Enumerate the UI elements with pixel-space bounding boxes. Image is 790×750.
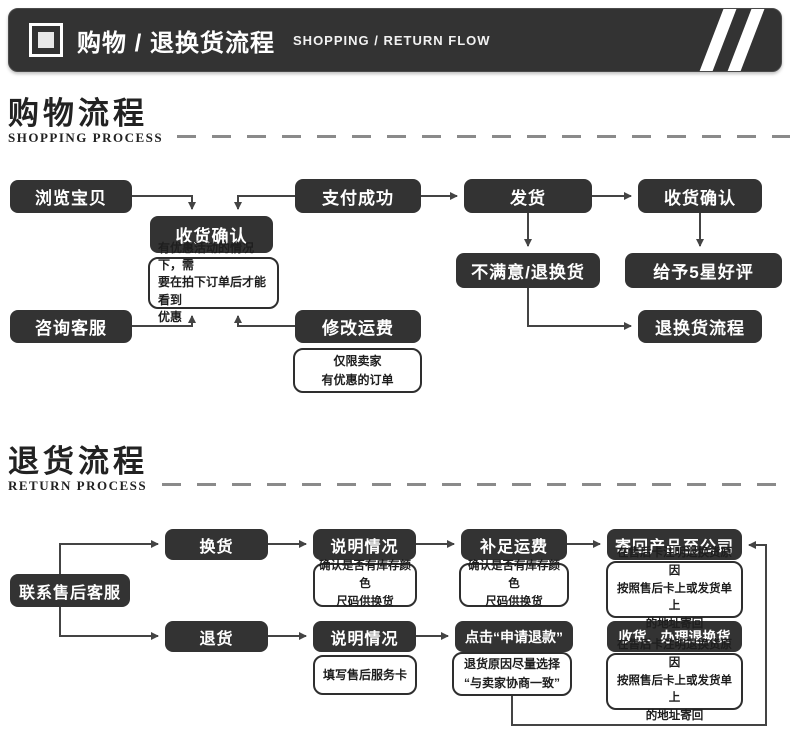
arrow: [59, 540, 159, 574]
header-banner: 购物 / 退换货流程 SHOPPING / RETURN FLOW: [8, 8, 782, 72]
flow-node-confirm-receipt: 收货确认: [638, 179, 762, 213]
arrow: [132, 195, 196, 210]
arrow: [59, 607, 159, 640]
note-fill-service-card: 填写售后服务卡: [313, 655, 417, 695]
flow-node-unsatisfied: 不满意/退换货: [456, 253, 600, 288]
flow-node-contact-aftersales: 联系售后客服: [10, 574, 130, 607]
dashed-rule: [177, 135, 790, 138]
arrow: [527, 288, 632, 330]
dashed-rule: [162, 483, 790, 486]
framed-square-icon: [29, 23, 63, 57]
section-title-en: RETURN PROCESS: [8, 478, 148, 493]
flow-node-modify-fee: 修改运费: [295, 310, 421, 343]
note-return-address-1: 在售后卡注明退换货原因 按照售后卡上或发货单上 的地址寄回: [606, 547, 743, 630]
note-discount: 有优惠活动的情况下，需 要在拍下订单后才能看到 优惠: [148, 241, 279, 324]
flow-node-return-flow: 退换货流程: [638, 310, 762, 343]
flow-node-ship: 发货: [464, 179, 592, 213]
flow-node-confirm-mid: 收货确认: [150, 216, 273, 253]
flow-node-explain-top: 说明情况: [313, 529, 416, 560]
flow-node-exchange: 换货: [165, 529, 268, 560]
flow-node-apply-refund: 点击“申请退款”: [455, 621, 573, 652]
section-title-text: 购物流程 SHOPPING PROCESS: [8, 98, 163, 144]
section-title-zh: 退货流程: [8, 444, 148, 479]
flow-node-consult-service: 咨询客服: [10, 310, 132, 343]
arrow: [132, 315, 196, 327]
arrow: [234, 315, 295, 327]
section-title-zh: 购物流程: [8, 96, 148, 131]
note-refund-reason: 退货原因尽量选择 “与卖家协商一致”: [452, 652, 572, 696]
flow-node-browse: 浏览宝贝: [10, 180, 132, 213]
note-stock-exchange-2: 确认是否有库存颜色 尺码供换货: [459, 560, 569, 608]
note-stock-exchange-1: 确认是否有库存颜色 尺码供换货: [313, 560, 417, 608]
arrow: [234, 195, 295, 210]
section-title-en: SHOPPING PROCESS: [8, 130, 164, 145]
flow-node-five-star: 给予5星好评: [625, 253, 782, 288]
note-seller-only: 仅限卖家 有优惠的订单: [293, 348, 422, 393]
header-title-en: SHOPPING / RETURN FLOW: [293, 32, 491, 48]
header-title-zh: 购物 / 退换货流程: [77, 29, 276, 57]
flow-node-explain-bottom: 说明情况: [313, 621, 416, 652]
flow-node-receive-process: 收货、办理退换货: [607, 621, 742, 652]
flow-node-pay-success: 支付成功: [295, 179, 421, 213]
arrow: [511, 541, 767, 726]
section-title-return: 退货流程 RETURN PROCESS: [8, 446, 790, 492]
flow-node-pay-shipping: 补足运费: [461, 529, 567, 560]
flow-node-return-goods: 退货: [165, 621, 268, 652]
section-title-text: 退货流程 RETURN PROCESS: [8, 446, 148, 492]
flow-node-send-back: 寄回产品至公司: [607, 529, 742, 560]
note-return-address-2: 在售后卡注明退换货原因 按照售后卡上或发货单上 的地址寄回: [606, 639, 743, 722]
section-title-shopping: 购物流程 SHOPPING PROCESS: [8, 98, 790, 144]
